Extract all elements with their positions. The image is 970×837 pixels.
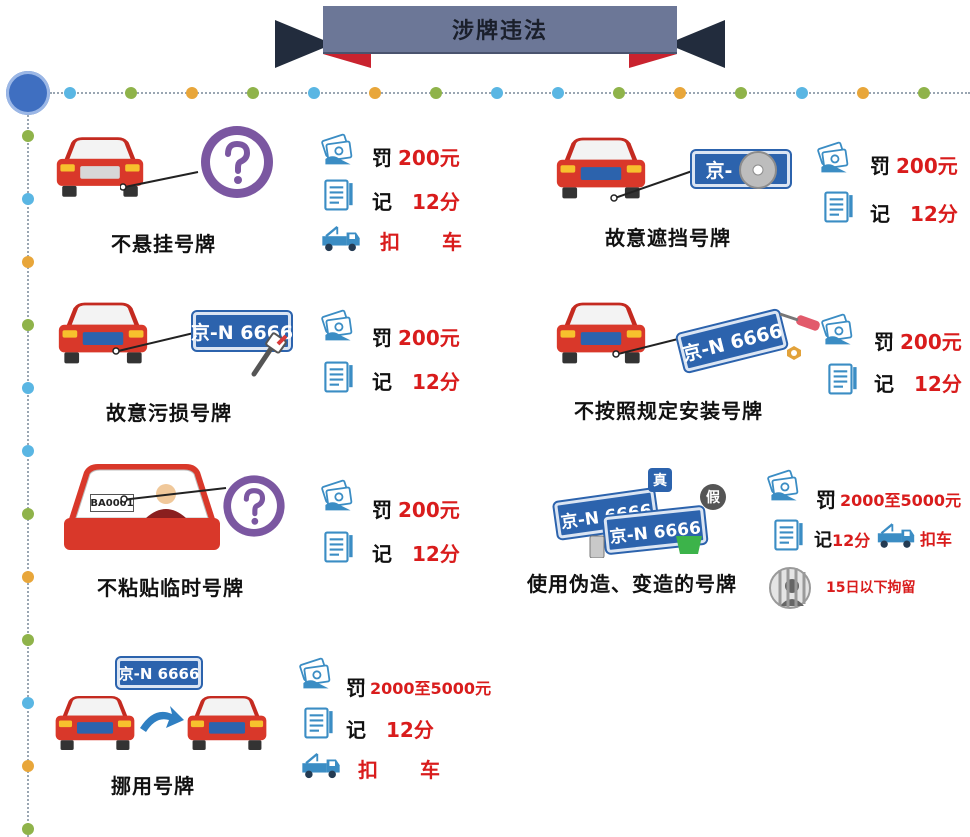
detention-text: 15日以下拘留	[826, 580, 916, 596]
points-icon	[322, 360, 356, 394]
timeline-dot	[918, 87, 930, 99]
fake-badge: 假	[700, 484, 726, 510]
violation-title: 故意遮挡号牌	[605, 226, 731, 250]
screwdriver-icon	[779, 312, 820, 331]
timeline-dot	[64, 87, 76, 99]
tow-truck-icon	[876, 522, 916, 550]
nut-icon	[787, 346, 801, 360]
spray-can-icon	[589, 535, 605, 558]
connector-line	[610, 168, 699, 202]
paint-brush-icon	[251, 332, 288, 377]
header-banner: 涉牌违法	[275, 6, 725, 68]
real-badge: 真	[648, 468, 672, 492]
banner-ribbon: 涉牌违法	[323, 6, 677, 54]
timeline-dot	[22, 193, 34, 205]
violation-title: 挪用号牌	[111, 774, 195, 798]
timeline-dot	[22, 256, 34, 268]
timeline-dot	[735, 87, 747, 99]
timeline-dot	[22, 382, 34, 394]
connector-line	[612, 338, 679, 358]
banner-fold-right	[629, 54, 677, 68]
timeline-dot	[22, 571, 34, 583]
violation-title: 不按照规定安装号牌	[574, 399, 763, 423]
timeline-dot	[430, 87, 442, 99]
page-title: 涉牌违法	[451, 19, 548, 44]
timeline-dot	[22, 760, 34, 772]
violation-title: 不悬挂号牌	[111, 232, 216, 256]
timeline-dot	[186, 87, 198, 99]
arrow-icon	[140, 706, 184, 732]
connector-line	[120, 171, 199, 191]
timeline-dot	[22, 319, 34, 331]
timeline-dot	[125, 87, 137, 99]
question-icon	[220, 472, 288, 540]
timeline-dot	[308, 87, 320, 99]
tow-text: 扣车	[920, 530, 953, 549]
fine-icon	[298, 656, 334, 692]
timeline-dot	[22, 697, 34, 709]
points-icon	[822, 190, 856, 224]
paint-bucket-icon	[676, 536, 702, 554]
car-icon	[186, 694, 268, 752]
timeline-dot	[491, 87, 503, 99]
timeline-dot	[613, 87, 625, 99]
timeline-dot	[552, 87, 564, 99]
fine-icon	[320, 132, 356, 168]
fine-icon	[820, 312, 856, 348]
timeline-vertical	[27, 115, 29, 837]
fine-icon	[816, 140, 852, 176]
connector-line	[120, 487, 227, 503]
timeline-start-dot	[6, 71, 50, 115]
banner-fold-left	[323, 54, 371, 68]
tow-text: 扣车	[358, 758, 440, 782]
fine-icon	[320, 308, 356, 344]
cd-disc-icon	[739, 151, 777, 189]
car-front-icon	[64, 464, 220, 550]
points-icon	[322, 178, 356, 212]
timeline-horizontal	[50, 92, 970, 94]
timeline-dot	[22, 508, 34, 520]
violation-title: 不粘贴临时号牌	[97, 576, 244, 600]
points-icon	[772, 518, 806, 552]
points-icon	[826, 362, 860, 396]
license-plate: 京-N 6666	[676, 309, 788, 373]
timeline-dot	[369, 87, 381, 99]
timeline-dot	[247, 87, 259, 99]
car-icon	[54, 694, 136, 752]
timeline-dot	[674, 87, 686, 99]
points-icon	[322, 530, 356, 564]
violation-title: 故意污损号牌	[106, 401, 232, 425]
timeline-dot	[22, 634, 34, 646]
fine-icon	[320, 478, 356, 514]
timeline-dot	[796, 87, 808, 99]
question-icon	[197, 122, 277, 202]
violation-title: 使用伪造、变造的号牌	[527, 572, 737, 596]
timeline-dot	[22, 823, 34, 835]
jail-icon	[768, 566, 812, 610]
tow-truck-icon	[300, 752, 342, 780]
license-plate: 京-N 6666	[117, 658, 201, 688]
timeline-dot	[22, 130, 34, 142]
fine-icon	[766, 468, 802, 504]
tow-text: 扣车	[380, 230, 462, 254]
timeline-dot	[857, 87, 869, 99]
timeline-dot	[22, 445, 34, 457]
tow-truck-icon	[320, 225, 362, 253]
points-icon	[302, 706, 336, 740]
connector-line	[112, 331, 199, 355]
